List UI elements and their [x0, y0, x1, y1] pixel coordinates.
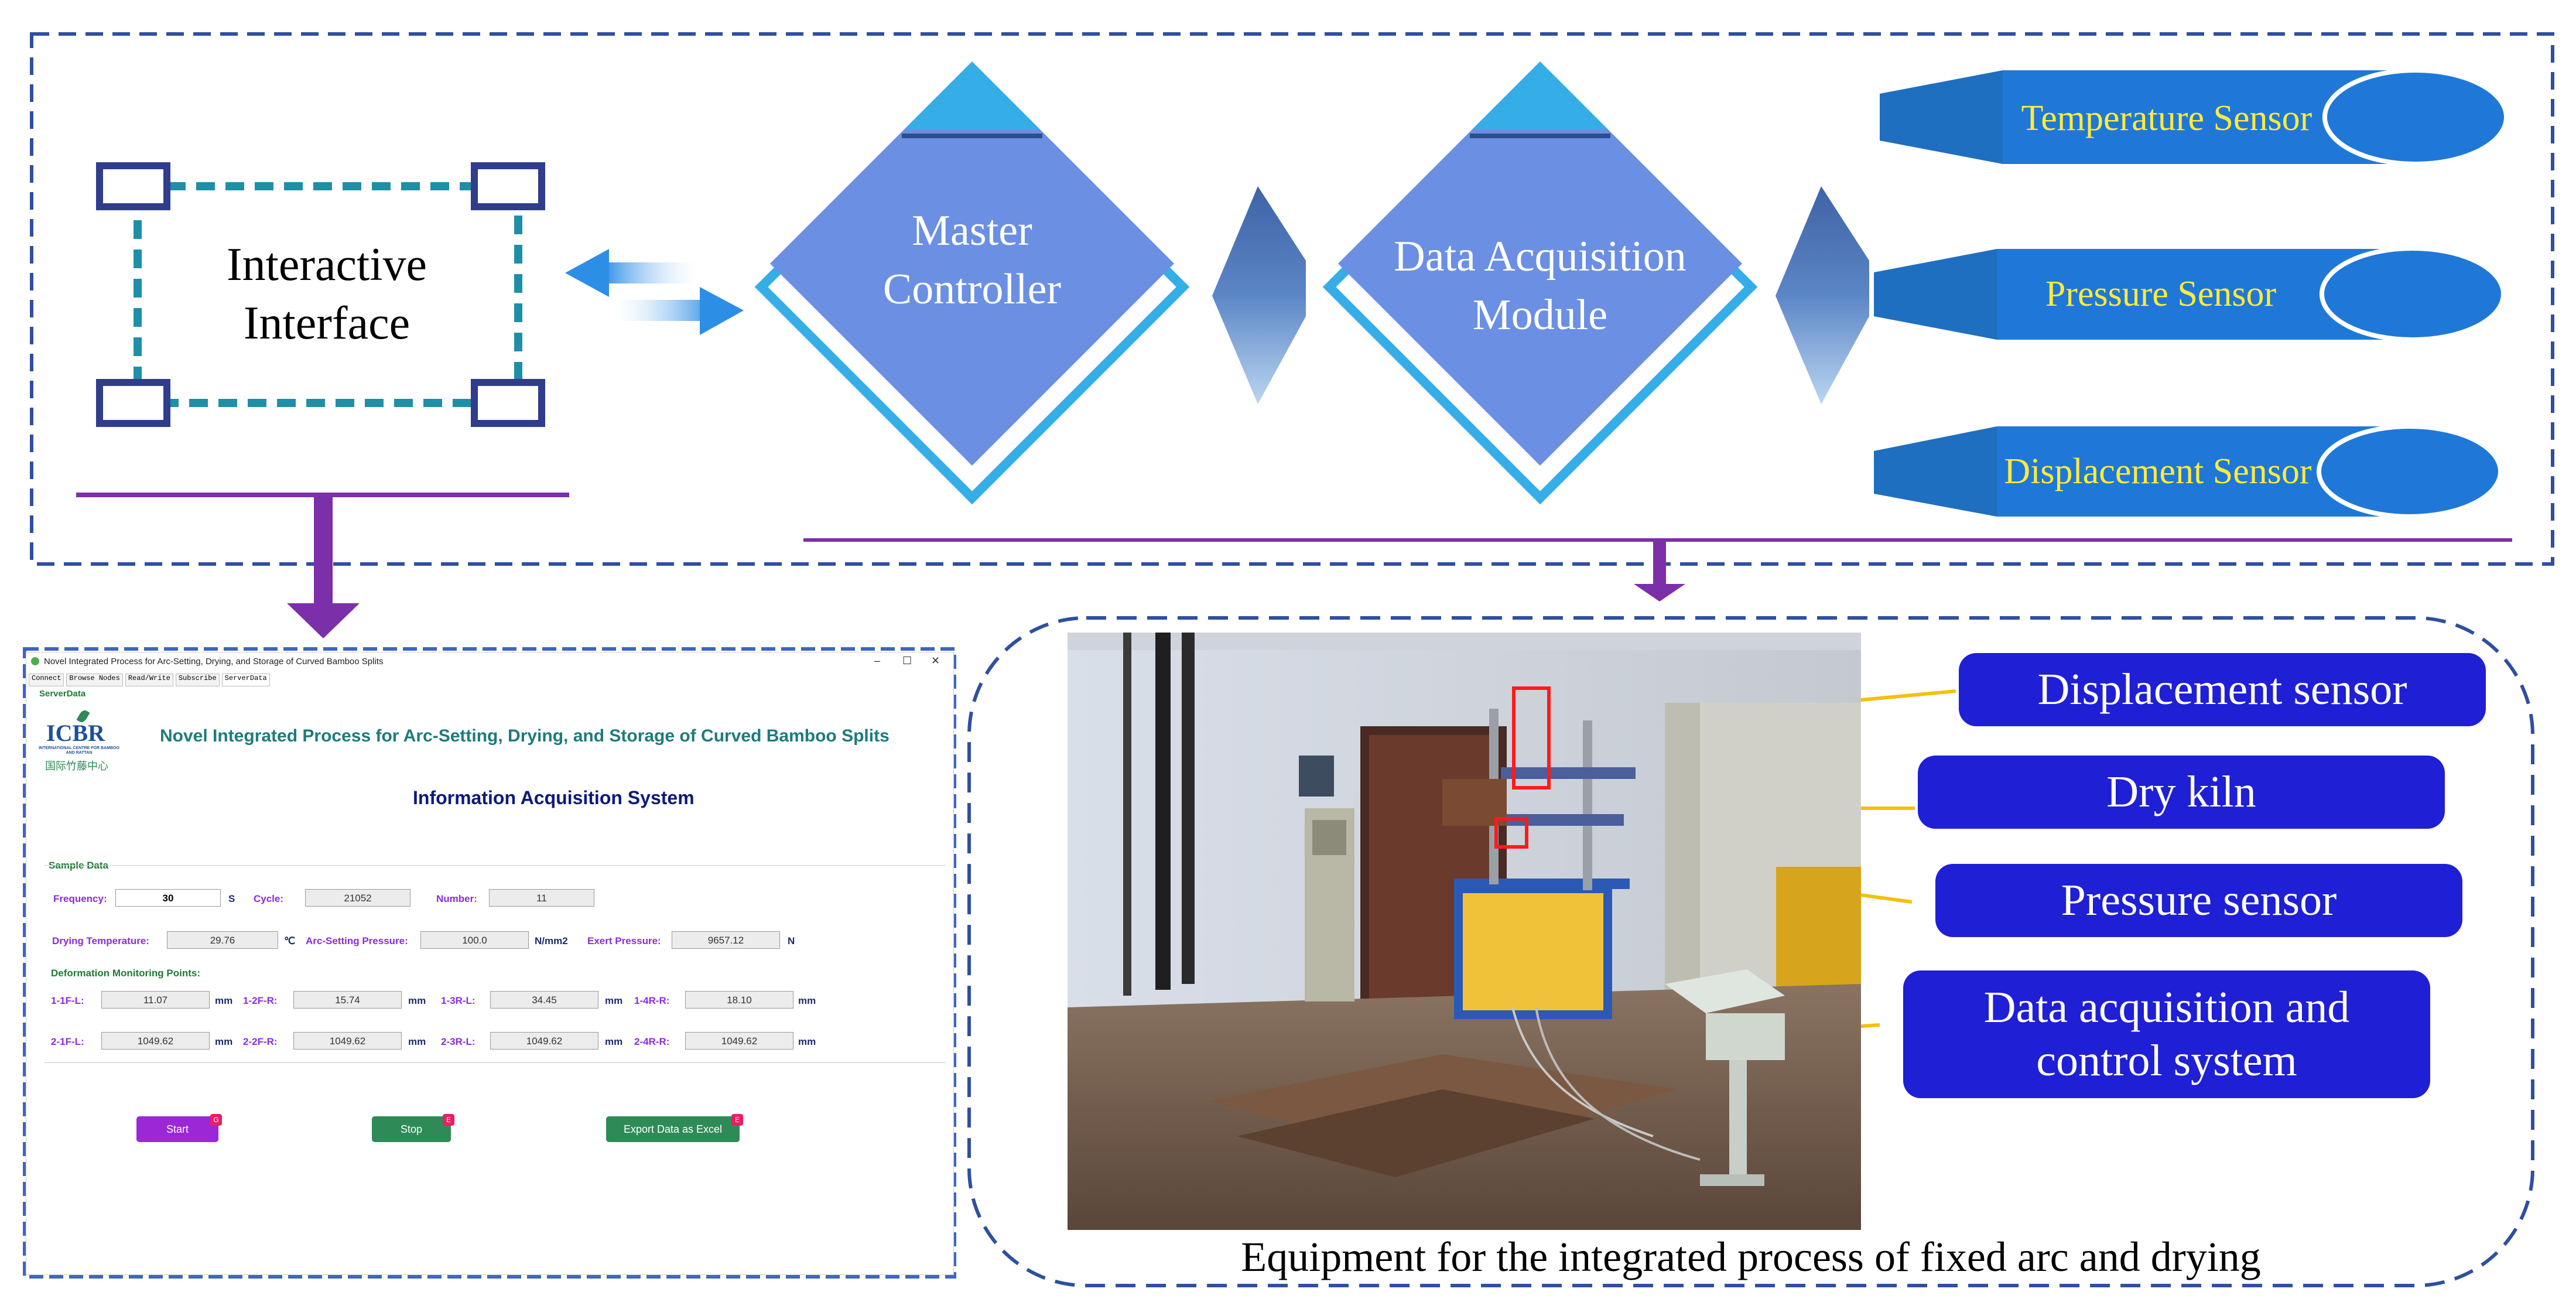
point-2-4r-r-unit: mm — [798, 1036, 816, 1047]
point-1-3r-l-label: 1-3R-L: — [441, 995, 475, 1006]
temperature-sensor-label: Temperature Sensor — [2021, 98, 2312, 138]
master-controller-line2: Controller — [883, 265, 1061, 313]
stop-button[interactable]: Stop E — [372, 1114, 454, 1142]
software-screenshot: Novel Integrated Process for Arc-Setting… — [26, 652, 954, 1275]
point-2-1f-l-unit: mm — [215, 1036, 233, 1047]
point-1-1f-l-label: 1-1F-L: — [51, 995, 84, 1006]
master-controller-line1: Master — [912, 207, 1032, 255]
tab-browse-nodes[interactable]: Browse Nodes — [66, 674, 123, 686]
window-titlebar: Novel Integrated Process for Arc-Setting… — [26, 652, 953, 671]
point-2-2f-r-field: 1049.62 — [293, 1032, 402, 1050]
point-2-3r-l-unit: mm — [605, 1036, 623, 1047]
master-controller-node — [754, 61, 1190, 505]
point-2-3r-l-label: 2-3R-L: — [441, 1036, 475, 1047]
interactive-interface-line1: Interactive — [227, 239, 427, 290]
equipment-down-arrow — [1634, 540, 1685, 601]
arc-setting-pressure-unit: N/mm2 — [535, 935, 568, 946]
point-2-1f-l-field: 1049.62 — [101, 1032, 210, 1050]
export-badge: E — [731, 1114, 743, 1126]
icbr-logo: ICBR INTERNATIONAL CENTRE FOR BAMBOO AND… — [38, 708, 120, 774]
sample-data-label: Sample Data — [49, 860, 109, 871]
start-badge: G — [210, 1114, 222, 1126]
cycle-label: Cycle: — [254, 893, 284, 904]
frequency-input[interactable]: 30 — [115, 889, 221, 907]
window-title: Novel Integrated Process for Arc-Setting… — [44, 657, 384, 667]
drying-temperature-unit: ℃ — [284, 935, 296, 946]
interface-down-arrow — [287, 495, 360, 638]
frequency-label: Frequency: — [53, 893, 107, 904]
tab-bar: Connect Browse Nodes Read/Write Subscrib… — [29, 674, 270, 686]
arc-setting-pressure-field: 100.0 — [420, 931, 529, 949]
app-icon — [31, 657, 39, 665]
point-2-4r-r-field: 1049.62 — [685, 1032, 793, 1050]
export-excel-button[interactable]: Export Data as Excel E — [606, 1114, 743, 1142]
number-label: Number: — [436, 893, 477, 904]
point-1-2f-r-field: 15.74 — [293, 991, 402, 1009]
number-field: 11 — [489, 889, 594, 907]
displacement-sensor-node — [1874, 424, 2503, 519]
callout-dry-kiln: Dry kiln — [1918, 756, 2445, 829]
callout-pressure-sensor: Pressure sensor — [1935, 864, 2462, 937]
point-1-4r-r-unit: mm — [798, 995, 816, 1006]
panel-title: ServerData — [39, 689, 86, 699]
app-heading: Novel Integrated Process for Arc-Setting… — [160, 726, 890, 746]
cycle-field: 21052 — [305, 889, 410, 907]
daq-module-node — [1322, 61, 1758, 505]
exert-pressure-unit: N — [788, 935, 795, 946]
start-button[interactable]: Start G — [136, 1114, 222, 1142]
point-1-2f-r-label: 1-2F-R: — [243, 995, 278, 1006]
point-2-4r-r-label: 2-4R-R: — [634, 1036, 670, 1047]
exert-pressure-label: Exert Pressure: — [587, 935, 661, 946]
equipment-caption: Equipment for the integrated process of … — [1241, 1233, 2260, 1280]
screenshot-frame — [23, 647, 956, 1279]
point-1-3r-l-field: 34.45 — [490, 991, 598, 1009]
interactive-interface-node — [96, 162, 545, 427]
point-2-1f-l-label: 2-1F-L: — [51, 1036, 84, 1047]
daq-module-line1: Data Acquisition — [1394, 233, 1686, 281]
maximize-button[interactable]: ☐ — [902, 655, 912, 667]
frequency-unit: S — [228, 893, 235, 904]
point-1-2f-r-unit: mm — [408, 995, 426, 1006]
app-subheading: Information Acquisition System — [413, 787, 695, 808]
controller-daq-chevron — [1212, 186, 1306, 404]
daq-sensor-chevron — [1776, 186, 1869, 404]
equipment-photo — [1068, 633, 1861, 1230]
interactive-interface-line2: Interface — [244, 298, 410, 349]
deformation-label: Deformation Monitoring Points: — [51, 968, 200, 979]
callout-data-acquisition-system: Data acquisition and control system — [1903, 970, 2430, 1098]
temperature-sensor-node — [1880, 68, 2509, 166]
callout-displacement-sensor: Displacement sensor — [1959, 653, 2486, 726]
tab-read-write[interactable]: Read/Write — [125, 674, 173, 686]
point-1-3r-l-unit: mm — [605, 995, 623, 1006]
point-2-2f-r-label: 2-2F-R: — [243, 1036, 278, 1047]
exert-pressure-field: 9657.12 — [672, 931, 780, 949]
daq-module-line2: Module — [1473, 291, 1607, 339]
drying-temperature-label: Drying Temperature: — [52, 935, 149, 946]
tab-server-data[interactable]: ServerData — [221, 674, 270, 686]
tab-subscribe[interactable]: Subscribe — [175, 674, 220, 686]
tab-connect[interactable]: Connect — [29, 674, 64, 686]
interface-controller-arrows — [565, 249, 744, 335]
pressure-sensor-label: Pressure Sensor — [2045, 274, 2277, 314]
point-1-4r-r-field: 18.10 — [685, 991, 793, 1009]
drying-temperature-field: 29.76 — [167, 931, 278, 949]
point-2-3r-l-field: 1049.62 — [490, 1032, 598, 1050]
point-2-2f-r-unit: mm — [408, 1036, 426, 1047]
point-1-4r-r-label: 1-4R-R: — [634, 995, 670, 1006]
sample-data-divider — [44, 865, 946, 866]
minimize-button[interactable]: – — [874, 655, 881, 667]
stop-badge: E — [443, 1114, 454, 1126]
deformation-divider — [44, 1062, 946, 1063]
close-button[interactable]: ✕ — [931, 655, 940, 667]
point-1-1f-l-field: 11.07 — [101, 991, 210, 1009]
point-1-1f-l-unit: mm — [215, 995, 233, 1006]
pressure-sensor-node — [1874, 246, 2506, 342]
arc-setting-pressure-label: Arc-Setting Pressure: — [306, 935, 408, 946]
top-frame — [30, 32, 2554, 566]
displacement-sensor-label: Displacement Sensor — [2004, 452, 2312, 491]
